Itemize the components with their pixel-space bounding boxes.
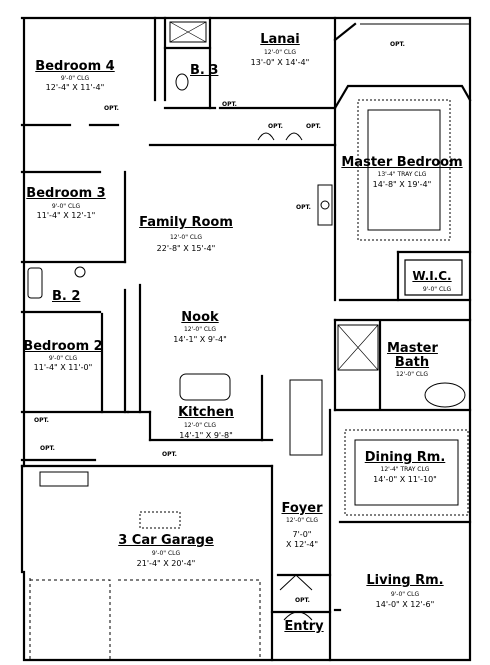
nook-name: Nook	[181, 310, 219, 325]
master-bedroom-ceiling: 13'-4" TRAY CLG	[377, 171, 427, 178]
living-name: Living Rm.	[366, 573, 444, 588]
lanai-dims: 13'-0" X 14'-4"	[250, 58, 310, 67]
opt-label: OPT.	[222, 101, 237, 108]
opt-label: OPT.	[104, 105, 119, 112]
opt-label: OPT.	[268, 123, 283, 130]
kitchen-ceiling: 12'-0" CLG	[183, 422, 217, 429]
opt-label: OPT.	[295, 597, 310, 604]
master-bath-ceiling: 12'-0" CLG	[395, 371, 429, 378]
living-dims: 14'-0" X 12'-6"	[375, 600, 435, 609]
bedroom4-dims: 12'-4" X 11'-4"	[45, 83, 105, 92]
bedroom4-name: Bedroom 4	[35, 59, 115, 74]
bedroom3-dims: 11'-4" X 12'-1"	[36, 211, 96, 220]
garage-ceiling: 9'-0" CLG	[151, 550, 181, 557]
garage-name: 3 Car Garage	[118, 533, 214, 548]
family-room-ceiling: 12'-0" CLG	[169, 234, 203, 241]
entry-name: Entry	[284, 619, 324, 634]
family-room-dims: 22'-8" X 15'-4"	[156, 244, 216, 253]
nook-ceiling: 12'-0" CLG	[183, 326, 217, 333]
opt-label: OPT.	[306, 123, 321, 130]
nook-dims: 14'-1" X 9'-4"	[173, 335, 227, 344]
wic-name: W.I.C.	[412, 269, 452, 283]
bedroom2-name: Bedroom 2	[23, 339, 103, 354]
foyer-name: Foyer	[281, 501, 323, 516]
foyer-ceiling: 12'-0" CLG	[285, 517, 319, 524]
bath3-name: B. 3	[190, 63, 219, 78]
master-bedroom-name: Master Bedroom	[341, 155, 463, 170]
lanai-name: Lanai	[260, 32, 300, 47]
bedroom2-ceiling: 9'-0" CLG	[48, 355, 78, 362]
family-room-name: Family Room	[139, 215, 233, 230]
opt-label: OPT.	[40, 445, 55, 452]
opt-label: OPT.	[34, 417, 49, 424]
dining-ceiling: 12'-4" TRAY CLG	[380, 466, 430, 473]
dining-name: Dining Rm.	[364, 450, 446, 465]
bedroom3-name: Bedroom 3	[26, 186, 106, 201]
dining-dims: 14'-0" X 11'-10"	[373, 475, 437, 484]
bath2-name: B. 2	[52, 289, 81, 304]
foyer-dims: 7'-0" X 12'-4"	[285, 530, 319, 549]
opt-label: OPT.	[390, 41, 405, 48]
kitchen-name: Kitchen	[178, 405, 234, 420]
garage-dims: 21'-4" X 20'-4"	[136, 559, 196, 568]
bedroom4-ceiling: 9'-0" CLG	[60, 75, 90, 82]
lanai-ceiling: 12'-0" CLG	[263, 49, 297, 56]
bedroom2-dims: 11'-4" X 11'-0"	[33, 363, 93, 372]
living-ceiling: 9'-0" CLG	[390, 591, 420, 598]
kitchen-dims: 14'-1" X 9'-8"	[179, 431, 233, 440]
master-bedroom-dims: 14'-8" X 19'-4"	[372, 180, 432, 189]
opt-label: OPT.	[296, 204, 311, 211]
wic-ceiling: 9'-0" CLG	[422, 286, 452, 293]
opt-label: OPT.	[162, 451, 177, 458]
master-bath-name: Master Bath	[387, 341, 438, 370]
bedroom3-ceiling: 9'-0" CLG	[51, 203, 81, 210]
